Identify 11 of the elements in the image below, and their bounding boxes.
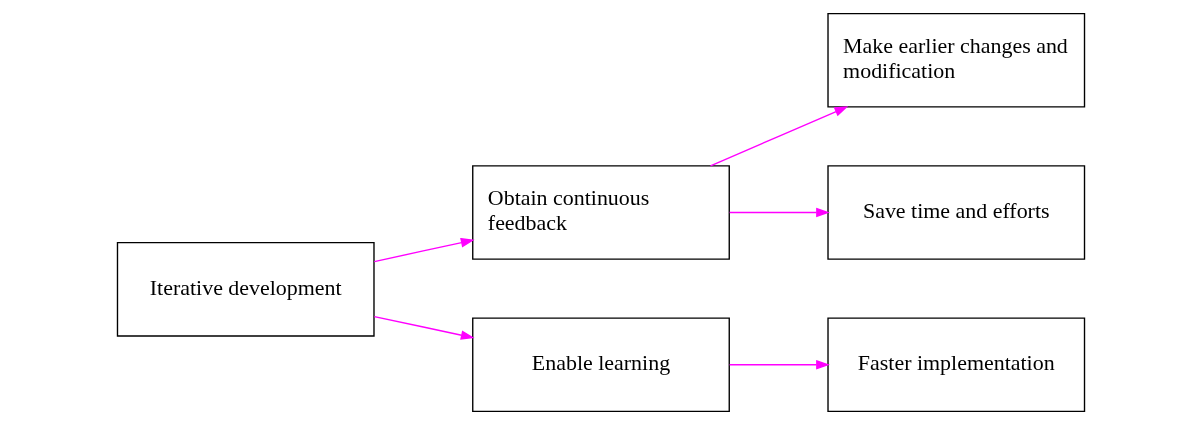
node-box: Make earlier changes and modification bbox=[826, 12, 1085, 108]
node-box: Enable learning bbox=[471, 317, 730, 413]
arrow bbox=[728, 359, 830, 370]
node-box: Save time and efforts bbox=[826, 165, 1085, 260]
node-box: Obtain continuous feedback bbox=[471, 165, 730, 260]
arrow bbox=[709, 106, 848, 167]
arrow bbox=[373, 315, 475, 340]
node-box: Iterative development bbox=[116, 242, 375, 337]
node-box: Faster implementation bbox=[826, 317, 1085, 413]
arrow bbox=[373, 238, 475, 263]
arrow bbox=[728, 207, 830, 218]
